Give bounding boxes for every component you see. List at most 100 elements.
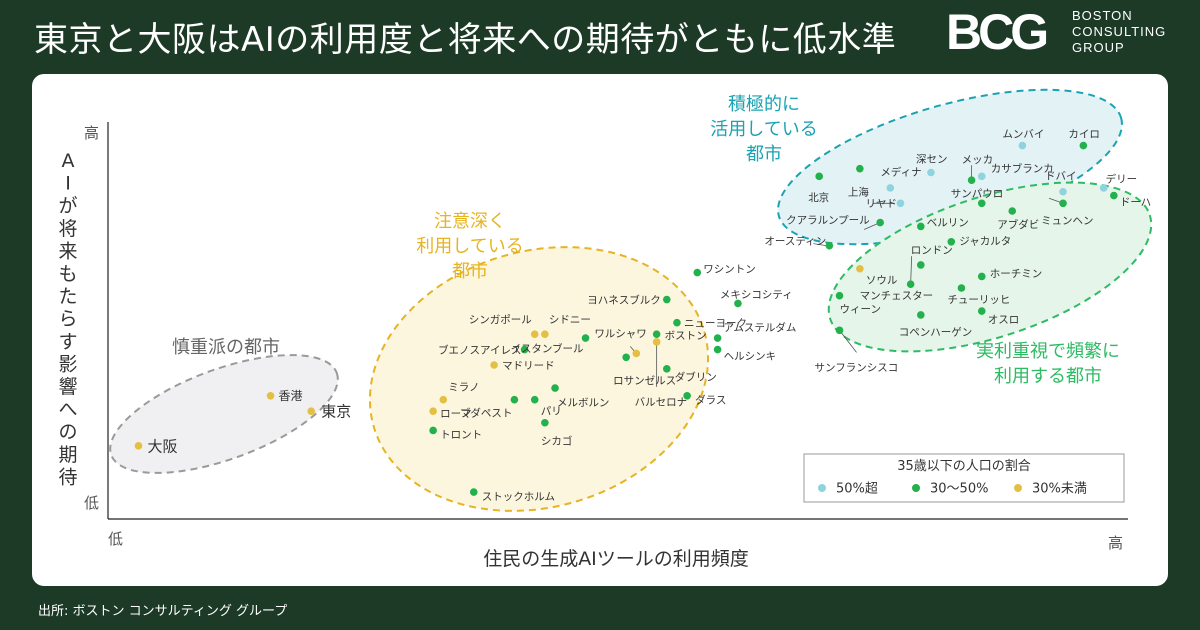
label-メディナ: メディナ xyxy=(880,166,921,179)
legend-box xyxy=(803,453,1125,503)
label-ロンドン: ロンドン xyxy=(911,245,953,257)
legend-label-over50: 50%超 xyxy=(836,482,878,497)
point-メディナ xyxy=(886,184,895,192)
point-アムステルダム xyxy=(713,334,722,342)
point-ボストン xyxy=(652,330,661,339)
label-デリー: デリー xyxy=(1106,173,1138,186)
point-ベルリン xyxy=(917,222,925,231)
label-ムンバイ: ムンバイ xyxy=(1002,128,1044,140)
group-label-careful: 注意深く利用している都市 xyxy=(416,211,523,282)
label-サンパウロ: サンパウロ xyxy=(951,188,1004,200)
label-シンガポール: シンガポール xyxy=(469,314,532,326)
point-ドーハ xyxy=(1110,191,1118,200)
point-香港 xyxy=(266,392,275,400)
point-クアラルンプール xyxy=(876,218,884,227)
point-メルボルン xyxy=(551,384,559,392)
label-ジャカルタ: ジャカルタ xyxy=(959,236,1011,248)
label-ホーチミン: ホーチミン xyxy=(990,268,1043,280)
legend-label-mid: 30〜50% xyxy=(930,482,988,497)
point-ジャカルタ xyxy=(947,238,956,246)
label-北京: 北京 xyxy=(808,191,829,204)
point-マンチェスター xyxy=(906,280,915,288)
label-ボストン: ボストン xyxy=(665,330,707,342)
label-香港: 香港 xyxy=(279,389,303,403)
label-ブエノスアイレス: ブエノスアイレス xyxy=(438,343,521,356)
logo-text: BOSTON CONSULTING GROUP xyxy=(1072,8,1182,56)
group-labels: 慎重派の都市注意深く利用している都市積極的に活用している都市実利重視で頻繁に利用… xyxy=(172,94,1120,387)
group-ellipses xyxy=(109,88,1153,512)
logo-mark: BCG xyxy=(946,4,1049,60)
point-トロント xyxy=(429,426,437,435)
point-シンガポール xyxy=(530,330,539,339)
label-オスロ: オスロ xyxy=(988,314,1020,326)
group-label-active: 積極的に活用している都市 xyxy=(710,94,817,165)
legend-label-under30: 30%未満 xyxy=(1032,482,1087,497)
ellipse-practical xyxy=(827,181,1153,353)
ellipse-careful xyxy=(368,246,710,512)
label-ドーハ: ドーハ xyxy=(1120,196,1151,208)
label-カイロ: カイロ xyxy=(1068,128,1100,140)
point-東京 xyxy=(307,407,316,416)
label-東京: 東京 xyxy=(321,403,351,421)
point-シカゴ xyxy=(541,418,549,427)
leader-line xyxy=(910,256,913,285)
logo-line: GROUP xyxy=(1072,40,1125,55)
point-イスタンブール xyxy=(581,334,590,342)
label-ダブリン: ダブリン xyxy=(675,371,717,384)
point-ダブリン xyxy=(663,365,671,373)
label-クアラルンプール: クアラルンプール xyxy=(786,214,869,226)
point-深セン xyxy=(927,168,935,177)
point-サンフランシスコ xyxy=(835,326,844,335)
point-ミラノ xyxy=(439,395,448,404)
label-サンフランシスコ: サンフランシスコ xyxy=(815,362,899,374)
label-ローマ: ローマ xyxy=(440,408,472,420)
page-title: 東京と大阪はAIの利用度と将来への期待がともに低水準 xyxy=(34,20,897,60)
point-ブエノスアイレス xyxy=(520,345,529,354)
label-メッカ: メッカ xyxy=(962,154,994,166)
point-大阪 xyxy=(134,442,143,450)
label-大阪: 大阪 xyxy=(147,437,177,455)
point-ワルシャワ xyxy=(632,349,641,358)
label-ミュンヘン: ミュンヘン xyxy=(1041,215,1094,227)
label-ミラノ: ミラノ xyxy=(448,381,479,393)
point-マドリード xyxy=(490,361,498,369)
label-メルボルン: メルボルン xyxy=(557,397,609,409)
point-ブダペスト xyxy=(510,395,519,404)
label-ワルシャワ: ワルシャワ xyxy=(594,328,647,340)
label-ロサンゼルス: ロサンゼルス xyxy=(613,375,676,387)
point-ストックホルム xyxy=(469,488,478,496)
label-シドニー: シドニー xyxy=(549,314,591,326)
label-ブダペスト: ブダペスト xyxy=(460,406,513,419)
point-サンパウロ xyxy=(977,199,986,208)
source-note: 出所: ボストン コンサルティング グループ xyxy=(38,604,288,619)
label-マンチェスター: マンチェスター xyxy=(860,290,934,302)
label-カサブランカ: カサブランカ xyxy=(991,162,1054,175)
point-チューリッヒ xyxy=(957,284,966,292)
data-points xyxy=(134,141,1118,496)
label-ニューヨーク: ニューヨーク xyxy=(684,317,747,329)
y-tick-low: 低 xyxy=(84,494,99,512)
x-tick-high: 高 xyxy=(1108,534,1123,552)
label-ウィーン: ウィーン xyxy=(840,303,881,315)
label-ドバイ: ドバイ xyxy=(1045,171,1077,183)
x-axis-label: 住民の生成AIツールの利用頻度 xyxy=(483,548,749,570)
ellipse-active xyxy=(777,88,1123,246)
label-深セン: 深セン xyxy=(916,153,948,165)
point-ムンバイ xyxy=(1018,141,1027,150)
legend-swatch-mid xyxy=(912,484,920,492)
logo-line: BOSTON xyxy=(1072,8,1133,23)
point-ソウル xyxy=(856,264,864,273)
point-コペンハーゲン xyxy=(917,311,925,319)
point-ローマ xyxy=(429,407,437,416)
legend-swatch-over50 xyxy=(818,484,826,492)
label-バルセロナ: バルセロナ xyxy=(635,397,688,409)
point-ニューヨーク xyxy=(673,318,681,327)
label-アブダビ: アブダビ xyxy=(997,218,1039,231)
label-ダラス: ダラス xyxy=(695,394,726,407)
point-パリ xyxy=(530,395,539,404)
x-tick-low: 低 xyxy=(108,530,123,548)
